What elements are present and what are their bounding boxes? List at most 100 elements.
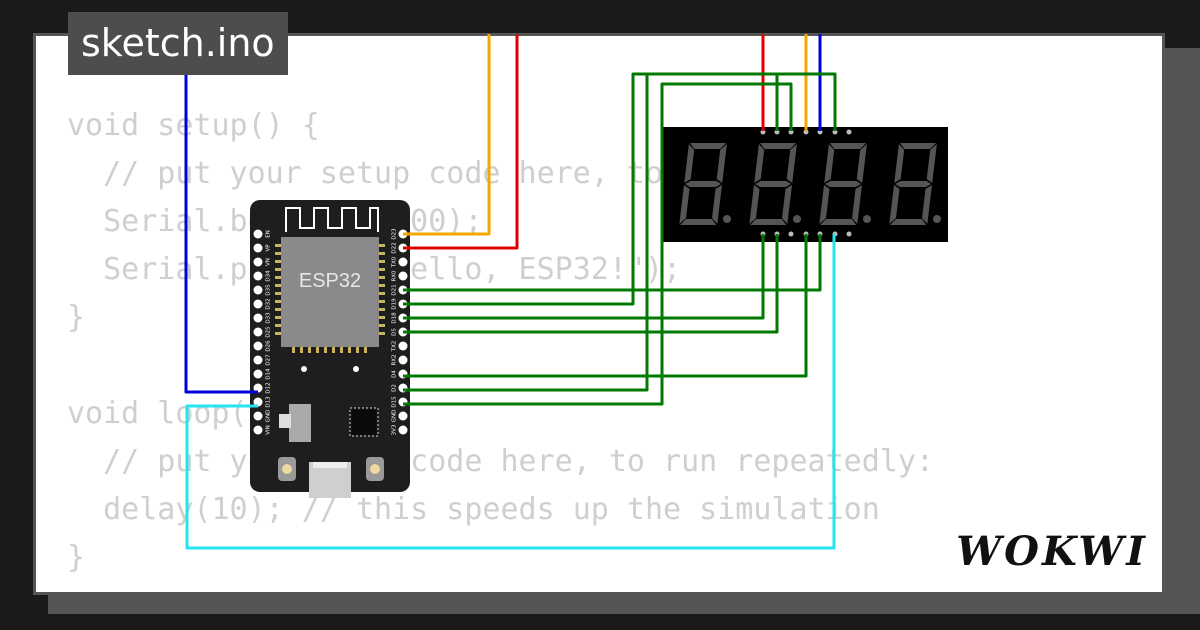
segment-d <box>750 219 787 225</box>
pin-label: 3V3 <box>392 424 398 435</box>
segment-dp <box>723 215 731 223</box>
segment-c <box>712 185 722 224</box>
segment-g <box>825 181 862 187</box>
segment-a <box>760 143 797 149</box>
pin-gnd[interactable] <box>253 411 263 421</box>
segment-e <box>749 185 760 224</box>
wire-green-3 <box>403 234 765 320</box>
pin-label: D2 <box>392 384 398 392</box>
code-line: } <box>67 300 86 335</box>
pin-label: VN <box>266 258 272 266</box>
wire-cyan-d13 <box>185 234 836 550</box>
pin-d12[interactable] <box>253 383 263 393</box>
segment-b <box>856 144 867 183</box>
sketch-filename-tab[interactable]: sketch.ino <box>68 12 288 75</box>
pin-label: D33 <box>266 312 272 324</box>
pin-d14[interactable] <box>253 369 263 379</box>
segment-e <box>679 185 690 224</box>
pin-gnd[interactable] <box>398 411 408 421</box>
pin-vin[interactable] <box>253 425 263 435</box>
wire-green-1 <box>403 234 822 292</box>
pin-label: TX0 <box>392 256 398 268</box>
pin-label: D19 <box>392 298 398 310</box>
wire-green-4 <box>403 234 779 334</box>
segment-b <box>716 144 727 183</box>
code-line: void setup() { <box>67 108 320 143</box>
pin-en[interactable] <box>253 229 263 239</box>
segment-c <box>922 185 932 224</box>
wire-green-2 <box>403 72 837 306</box>
wires <box>184 34 837 550</box>
pin-d25[interactable] <box>253 327 263 337</box>
segment-e <box>889 185 900 224</box>
segment-d <box>890 219 927 225</box>
segment-b <box>926 144 937 183</box>
pin-label: D27 <box>266 354 272 366</box>
display-pin-bottom[interactable] <box>788 231 794 237</box>
pin-label: D14 <box>266 368 272 380</box>
pin-d33[interactable] <box>253 313 263 323</box>
segment-f <box>684 144 695 183</box>
pin-label: D5 <box>392 328 398 336</box>
pin-label: D35 <box>266 284 272 296</box>
pin-label: D18 <box>392 312 398 324</box>
segment-d <box>680 219 717 225</box>
module-label: ESP32 <box>299 270 361 292</box>
segment-dp <box>933 215 941 223</box>
pin-rx2[interactable] <box>398 355 408 365</box>
wire-red-d22 <box>403 34 519 250</box>
segment-g <box>685 181 722 187</box>
code-line: delay(10); // this speeds up the simulat… <box>67 492 880 527</box>
wire-green-6 <box>403 72 779 392</box>
pin-label: VP <box>266 244 272 252</box>
pin-vn[interactable] <box>253 257 263 267</box>
pin-label: EN <box>266 230 272 238</box>
pin-rx0[interactable] <box>398 271 408 281</box>
esp32-board[interactable]: ESP32 ENVPVND34D35D32D33D25D26D27D14D12D… <box>250 200 410 498</box>
pin-d34[interactable] <box>253 271 263 281</box>
module-pins <box>275 244 385 353</box>
pin-label: RX2 <box>392 354 398 365</box>
pin-tx0[interactable] <box>398 257 408 267</box>
editor-card <box>33 33 1165 595</box>
left-pin-header: ENVPVND34D35D32D33D25D26D27D14D12D13GNDV… <box>253 229 272 435</box>
pin-label: D26 <box>266 340 272 352</box>
pin-label: D21 <box>392 284 398 295</box>
segment-c <box>782 185 792 224</box>
display-pin-top[interactable] <box>846 129 852 135</box>
segment-dp <box>863 215 871 223</box>
segment-g <box>755 181 792 187</box>
segment-f <box>894 144 905 183</box>
pin-label: D25 <box>266 326 272 338</box>
pin-d26[interactable] <box>253 341 263 351</box>
pin-d13[interactable] <box>253 397 263 407</box>
pin-d35[interactable] <box>253 285 263 295</box>
wire-orange-d23 <box>403 34 491 236</box>
pin-label: D15 <box>392 396 398 408</box>
seven-segment-display[interactable] <box>663 127 948 242</box>
pin-tx2[interactable] <box>398 341 408 351</box>
pin-3v3[interactable] <box>398 425 408 435</box>
wire-green-7 <box>403 82 793 406</box>
segment-a <box>830 143 867 149</box>
voltage-regulator <box>289 404 311 442</box>
pin-label: D34 <box>266 270 272 282</box>
segment-e <box>819 185 830 224</box>
pin-label: D22 <box>392 242 398 253</box>
segment-a <box>900 143 937 149</box>
pin-label: D12 <box>266 382 272 393</box>
pin-d27[interactable] <box>253 355 263 365</box>
segment-dp <box>793 215 801 223</box>
segment-f <box>754 144 765 183</box>
digit-1 <box>679 143 731 225</box>
pin-label: D4 <box>392 370 398 378</box>
right-pin-header: D23D22TX0RX0D21D19D18D5TX2RX2D4D2D15GND3… <box>392 228 408 435</box>
segment-g <box>895 181 932 187</box>
pin-label: RX0 <box>392 270 398 282</box>
display-pin-bottom[interactable] <box>846 231 852 237</box>
pin-d32[interactable] <box>253 299 263 309</box>
segment-c <box>852 185 862 224</box>
esp32-module <box>281 237 379 347</box>
digit-4 <box>889 143 941 225</box>
pin-vp[interactable] <box>253 243 263 253</box>
